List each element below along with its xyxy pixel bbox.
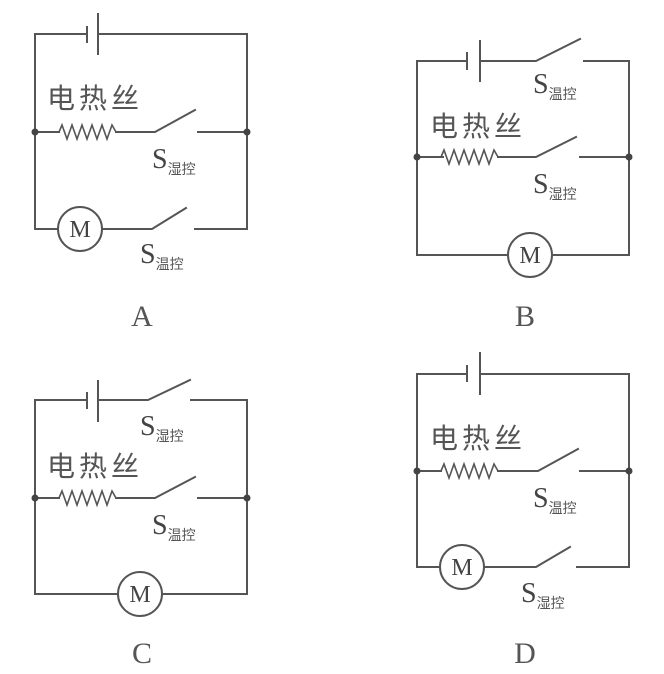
option-label-d: D xyxy=(514,637,536,670)
heater-resistor-icon xyxy=(58,490,117,506)
heater-label: 电热丝 xyxy=(430,422,526,455)
heater-label: 电热丝 xyxy=(47,450,143,483)
circuit-b: M 电热丝 S温控 S湿控 B xyxy=(413,37,633,333)
heater-resistor-icon xyxy=(440,463,499,479)
motor-switch-label: S湿控 xyxy=(521,578,565,612)
heater-switch-label: S湿控 xyxy=(152,144,196,178)
motor-icon: M xyxy=(507,232,553,278)
heater-switch-label: S温控 xyxy=(533,483,577,517)
circuit-d: M 电热丝 S温控 S湿控 D xyxy=(413,352,633,670)
svg-text:M: M xyxy=(519,243,540,269)
svg-text:M: M xyxy=(129,582,150,608)
option-label-b: B xyxy=(515,300,535,333)
svg-text:M: M xyxy=(451,555,472,581)
svg-text:M: M xyxy=(69,217,90,243)
heater-switch-label: S湿控 xyxy=(533,169,577,203)
main-switch-label: S温控 xyxy=(533,69,577,103)
heater-label: 电热丝 xyxy=(430,110,526,143)
motor-icon: M xyxy=(117,571,163,617)
heater-resistor-icon xyxy=(440,149,499,165)
option-label-a: A xyxy=(131,300,153,333)
heater-resistor-icon xyxy=(58,124,117,140)
main-switch-label: S湿控 xyxy=(140,411,184,445)
motor-icon: M xyxy=(57,206,103,252)
option-label-c: C xyxy=(132,637,152,670)
heater-switch-label: S温控 xyxy=(152,510,196,544)
circuit-c: M 电热丝 S湿控 S温控 C xyxy=(31,378,251,670)
heater-label: 电热丝 xyxy=(47,82,143,115)
motor-switch-label: S温控 xyxy=(140,239,184,273)
motor-icon: M xyxy=(439,544,485,590)
circuit-a: M 电热丝 S湿控 S温控 A xyxy=(31,13,251,333)
